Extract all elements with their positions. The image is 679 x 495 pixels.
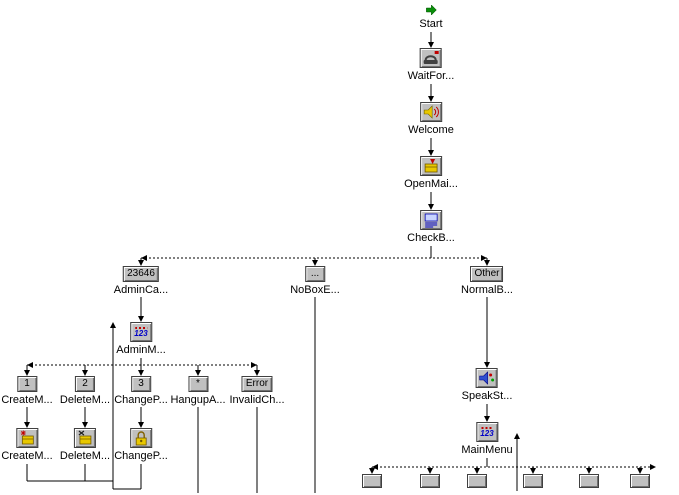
touchtone-glyph: 123 xyxy=(480,426,494,438)
node-no-box[interactable]: ... NoBoxE... xyxy=(290,266,340,296)
node-delete-mailbox[interactable]: DeleteM... xyxy=(60,428,110,462)
node-open-mailbox[interactable]: OpenMai... xyxy=(404,156,458,190)
mailbox-delete-glyph xyxy=(78,430,92,445)
node-invalid-choice[interactable]: Error InvalidCh... xyxy=(229,376,285,406)
node-label: SpeakSt... xyxy=(461,390,513,402)
node-start[interactable]: Start xyxy=(419,4,443,30)
node-label: Welcome xyxy=(408,124,454,136)
node-create-choice[interactable]: 1 CreateM... xyxy=(1,376,53,406)
mailbox-open-glyph xyxy=(424,159,438,173)
connector-lines xyxy=(26,32,641,493)
node-label: DeleteM... xyxy=(59,394,111,406)
touchtone-marks xyxy=(134,326,147,329)
flow-box[interactable] xyxy=(630,474,650,488)
phone-glyph xyxy=(424,51,439,64)
touchtone-marks xyxy=(480,426,493,429)
node-label: DeleteM... xyxy=(59,450,111,462)
mailbox-create-glyph xyxy=(20,430,34,445)
condition-box[interactable]: 1 xyxy=(16,376,37,392)
condition-box[interactable]: * xyxy=(187,376,208,392)
node-admin-menu[interactable]: 123 AdminM... xyxy=(116,322,166,356)
start-icon xyxy=(425,4,437,16)
flow-box[interactable] xyxy=(467,474,487,488)
node-label: NoBoxE... xyxy=(290,284,340,296)
node-label: WaitFor... xyxy=(407,70,455,82)
condition-box[interactable]: Error xyxy=(241,376,273,392)
node-change-choice[interactable]: 3 ChangeP... xyxy=(114,376,168,406)
touchtone-glyph: 123 xyxy=(134,326,148,338)
node-label: InvalidCh... xyxy=(229,394,285,406)
condition-box[interactable]: Other xyxy=(470,266,504,282)
node-label: ChangeP... xyxy=(114,394,168,406)
mailbox-open-icon[interactable] xyxy=(420,156,442,176)
mailbox-delete-icon[interactable] xyxy=(73,428,96,448)
speaker-glyph xyxy=(423,105,439,119)
touchtone-digits: 123 xyxy=(480,428,494,438)
touchtone-menu-icon[interactable]: 123 xyxy=(129,322,152,342)
node-label: NormalB... xyxy=(461,284,513,296)
mailbox-create-icon[interactable] xyxy=(15,428,38,448)
lock-glyph xyxy=(135,431,147,446)
node-delete-choice[interactable]: 2 DeleteM... xyxy=(60,376,110,406)
node-label: OpenMai... xyxy=(404,178,458,190)
flow-box[interactable] xyxy=(420,474,440,488)
node-label: ChangeP... xyxy=(114,450,168,462)
condition-box[interactable]: 2 xyxy=(74,376,95,392)
node-hangup-choice[interactable]: * HangupA... xyxy=(170,376,226,406)
node-normal-box[interactable]: Other NormalB... xyxy=(461,266,513,296)
lock-icon[interactable] xyxy=(130,428,152,448)
node-admin-call[interactable]: 23646 AdminCa... xyxy=(114,266,168,296)
node-create-mailbox[interactable]: CreateM... xyxy=(1,428,53,462)
check-box-icon[interactable] xyxy=(420,210,442,230)
condition-box[interactable]: 3 xyxy=(131,376,151,392)
flow-box[interactable] xyxy=(523,474,543,488)
check-box-glyph xyxy=(424,213,438,228)
arrowheads xyxy=(24,42,656,474)
node-label: AdminM... xyxy=(116,344,166,356)
node-label: AdminCa... xyxy=(113,284,169,296)
speak-string-glyph xyxy=(479,371,495,385)
node-label: CheckB... xyxy=(407,232,455,244)
node-speak-string[interactable]: SpeakSt... xyxy=(461,368,513,402)
node-main-menu[interactable]: 123 MainMenu xyxy=(461,422,513,456)
speak-string-icon[interactable] xyxy=(475,368,498,388)
node-label: Start xyxy=(419,18,443,30)
node-label: CreateM... xyxy=(1,450,53,462)
touchtone-digits: 123 xyxy=(134,328,148,338)
touchtone-menu-icon[interactable]: 123 xyxy=(475,422,498,442)
node-wait-for-call[interactable]: WaitFor... xyxy=(407,48,455,82)
node-label: CreateM... xyxy=(1,394,53,406)
flow-box[interactable] xyxy=(362,474,382,488)
speaker-icon[interactable] xyxy=(420,102,442,122)
node-label: HangupA... xyxy=(170,394,226,406)
phone-icon[interactable] xyxy=(420,48,442,68)
node-check-box[interactable]: CheckB... xyxy=(407,210,455,244)
flow-box[interactable] xyxy=(579,474,599,488)
node-welcome[interactable]: Welcome xyxy=(408,102,454,136)
condition-box[interactable]: 23646 xyxy=(123,266,159,282)
node-label: MainMenu xyxy=(461,444,513,456)
node-change-password[interactable]: ChangeP... xyxy=(114,428,168,462)
condition-box[interactable]: ... xyxy=(305,266,325,282)
